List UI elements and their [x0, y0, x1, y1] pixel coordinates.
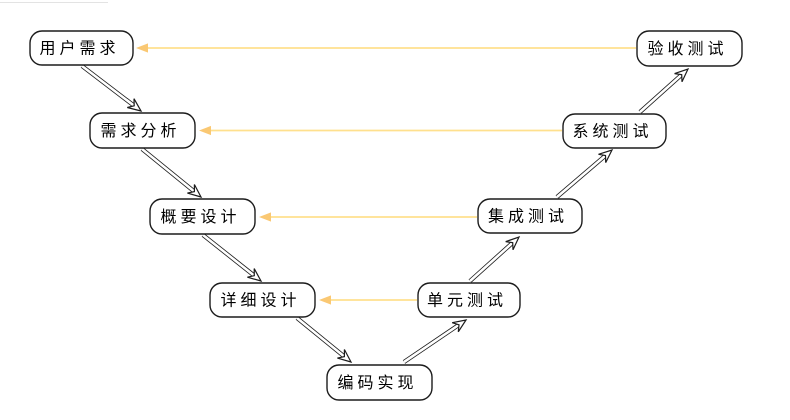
node-label: 单元测试: [427, 291, 507, 310]
node-user-requirements[interactable]: 用户需求: [29, 30, 134, 66]
node-system-test[interactable]: 系统测试: [562, 113, 667, 149]
verify-arrow-acceptance-test-to-user-requirements: [136, 43, 636, 53]
node-label: 需求分析: [100, 121, 180, 140]
verify-arrow-system-test-to-requirements-analysis: [199, 125, 562, 136]
flow-arrow-user-requirements-to-requirements-analysis: [80, 64, 143, 112]
node-label: 集成测试: [488, 207, 568, 226]
node-box[interactable]: [209, 282, 316, 318]
node-box[interactable]: [417, 282, 521, 318]
node-label: 验收测试: [647, 39, 727, 58]
node-label: 概要设计: [160, 207, 240, 226]
node-box[interactable]: [29, 30, 134, 66]
node-box[interactable]: [89, 112, 196, 149]
flow-arrow-system-test-to-acceptance-test: [638, 67, 690, 114]
node-detailed-design[interactable]: 详细设计: [209, 282, 316, 318]
node-acceptance-test[interactable]: 验收测试: [636, 30, 743, 67]
flow-arrow-detailed-design-to-coding: [295, 316, 353, 363]
flow-arrow-coding-to-unit-test: [402, 319, 468, 364]
verify-arrow-unit-test-to-detailed-design: [319, 295, 417, 305]
node-requirements-analysis[interactable]: 需求分析: [89, 112, 196, 149]
flow-arrow-requirements-analysis-to-preliminary-design: [140, 147, 203, 198]
node-box[interactable]: [477, 198, 583, 234]
flow-arrow-unit-test-to-integration-test: [468, 235, 521, 283]
flow-arrow-integration-test-to-system-test: [555, 148, 614, 199]
node-box[interactable]: [636, 30, 743, 67]
node-box[interactable]: [149, 198, 256, 235]
node-unit-test[interactable]: 单元测试: [417, 282, 521, 318]
verify-arrow-integration-test-to-preliminary-design: [259, 212, 477, 222]
node-integration-test[interactable]: 集成测试: [477, 198, 583, 234]
node-coding[interactable]: 编码实现: [326, 364, 433, 401]
node-preliminary-design[interactable]: 概要设计: [149, 198, 256, 235]
node-label: 系统测试: [572, 122, 652, 141]
node-box[interactable]: [326, 364, 433, 401]
node-box[interactable]: [562, 113, 667, 149]
node-label: 编码实现: [337, 373, 417, 392]
node-label: 用户需求: [39, 39, 119, 58]
flow-arrow-preliminary-design-to-detailed-design: [201, 233, 263, 282]
node-label: 详细设计: [220, 291, 300, 310]
